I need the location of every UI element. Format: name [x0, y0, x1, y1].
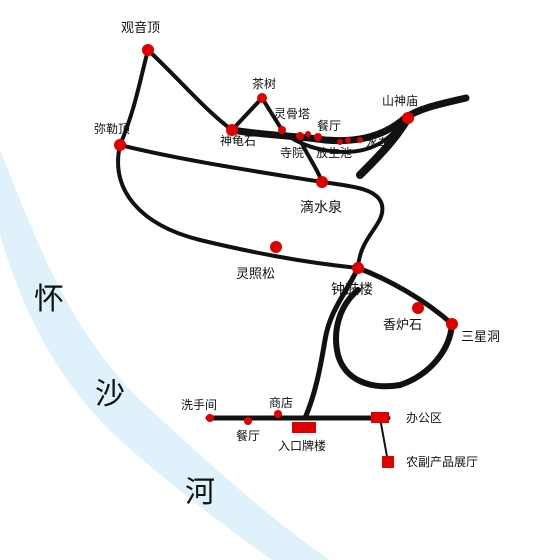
marker-chashu: [257, 93, 267, 103]
marker-shuiche: [357, 137, 363, 143]
path-office-branch: [379, 417, 389, 463]
marker-zhonggu-lou: [352, 262, 364, 274]
label-shangdian: 商店: [269, 396, 294, 410]
path-shuiche-hook: [356, 114, 412, 179]
label-canting-bottom: 餐厅: [236, 429, 261, 443]
river-band: [0, 150, 330, 560]
label-mile-ding: 弥勒顶: [94, 122, 131, 136]
path-zhonggu-to-sanxing: [355, 265, 455, 327]
marker-xishou-jian: [206, 414, 214, 422]
marker-siyuan: [296, 132, 304, 140]
label-fangsheng-chi: 放生池: [316, 146, 353, 160]
label-xianglu-shi: 香炉石: [383, 318, 423, 333]
marker-xianglu-shi: [412, 302, 424, 314]
path-mile-to-dishui: [118, 143, 324, 184]
label-rukou-pailou: 入口牌楼: [278, 439, 327, 453]
path-mile-to-zhonggu: [116, 143, 360, 270]
river-char-sha: 沙: [95, 377, 125, 412]
marker-dishui-quan: [316, 176, 328, 188]
label-chashu: 茶树: [252, 77, 277, 91]
produce-hall-marker: [382, 456, 394, 468]
marker-canting-bottom: [244, 417, 252, 425]
path-guanyin-to-shengui: [146, 48, 234, 132]
label-canting-top: 餐厅: [317, 119, 342, 133]
path-dishui-loop: [320, 180, 385, 270]
path-zhonggu-to-entrance: [302, 265, 361, 421]
label-shengui-shi: 神龟石: [220, 134, 257, 148]
label-guanyinding: 观音顶: [121, 21, 161, 36]
marker-shanshen-miao: [402, 112, 414, 124]
label-siyuan: 寺院: [280, 146, 305, 160]
path-temple-lower: [280, 116, 407, 154]
river-char-huai: 怀: [34, 282, 64, 317]
label-sanxing-dong: 三星洞: [461, 330, 501, 345]
label-xishou-jian: 洗手间: [181, 398, 218, 412]
marker-guanyinding: [142, 44, 154, 56]
path-sanxing-loop: [333, 287, 455, 390]
marker-lingzhao-song: [270, 241, 282, 253]
marker-canting-top: [314, 133, 322, 141]
label-shuiche: 水车: [366, 136, 391, 150]
marker-sanxing-dong: [446, 318, 458, 330]
entrance-gate-marker: [292, 422, 316, 433]
marker-mile-ding: [114, 139, 126, 151]
marker-fangsheng-dot: [345, 137, 351, 143]
label-shanshen-miao: 山神庙: [382, 94, 419, 108]
marker-shengui-shi: [226, 124, 238, 136]
label-linggu-ta: 灵骨塔: [274, 107, 311, 121]
path-guanyin-to-mile: [118, 48, 150, 147]
marker-linggu-small: [305, 131, 311, 137]
label-nongfu-zhanting: 农副产品展厅: [406, 455, 479, 469]
river-char-he: 河: [185, 475, 215, 510]
label-bangong-qu: 办公区: [406, 411, 443, 425]
label-lingzhao-song: 灵照松: [236, 267, 276, 282]
marker-shangdian: [274, 410, 282, 418]
office-marker: [371, 412, 389, 423]
label-dishui-quan: 滴水泉: [300, 200, 342, 216]
label-zhonggu-lou: 钟鼓楼: [331, 282, 373, 298]
marker-fangsheng-chi: [337, 139, 343, 145]
marker-linggu-ta: [278, 126, 286, 134]
